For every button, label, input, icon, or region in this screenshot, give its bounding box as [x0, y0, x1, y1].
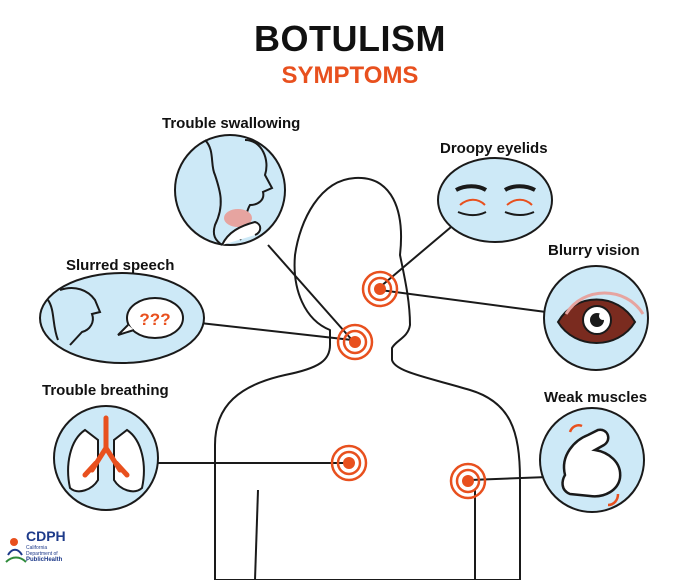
target-marker-head [361, 270, 399, 308]
target-marker-chest [330, 444, 368, 482]
connector-vision [379, 289, 547, 313]
cdph-logo-mark [5, 538, 27, 563]
speech-bubble-text: ??? [139, 310, 170, 329]
page-subtitle: SYMPTOMS [281, 62, 419, 89]
speech-icon: ??? [39, 272, 205, 364]
cdph-logo-line2: PublicHealth [26, 557, 63, 563]
body-silhouette [214, 176, 521, 580]
page-title: BOTULISM [254, 18, 446, 59]
eye-icon [543, 265, 649, 371]
arm-icon [539, 407, 645, 513]
label-droopy-eyelids: Droopy eyelids [440, 140, 548, 157]
label-trouble-swallowing: Trouble swallowing [162, 115, 301, 132]
connector-swallowing [267, 244, 353, 341]
target-marker-throat [336, 323, 374, 361]
eyelids-icon [437, 157, 553, 243]
connector-muscles [469, 476, 549, 481]
throat-icon [174, 134, 286, 246]
label-slurred-speech: Slurred speech [66, 257, 175, 274]
label-weak-muscles: Weak muscles [544, 389, 648, 406]
connector-lines [155, 221, 549, 481]
connector-speech [199, 322, 353, 341]
cdph-logo-text: CDPH [26, 528, 66, 544]
label-trouble-breathing: Trouble breathing [42, 382, 169, 399]
lungs-icon [53, 405, 159, 511]
label-blurry-vision: Blurry vision [548, 242, 640, 259]
target-marker-arm [449, 462, 487, 500]
cdph-logo-line1: California Department of [26, 545, 58, 557]
